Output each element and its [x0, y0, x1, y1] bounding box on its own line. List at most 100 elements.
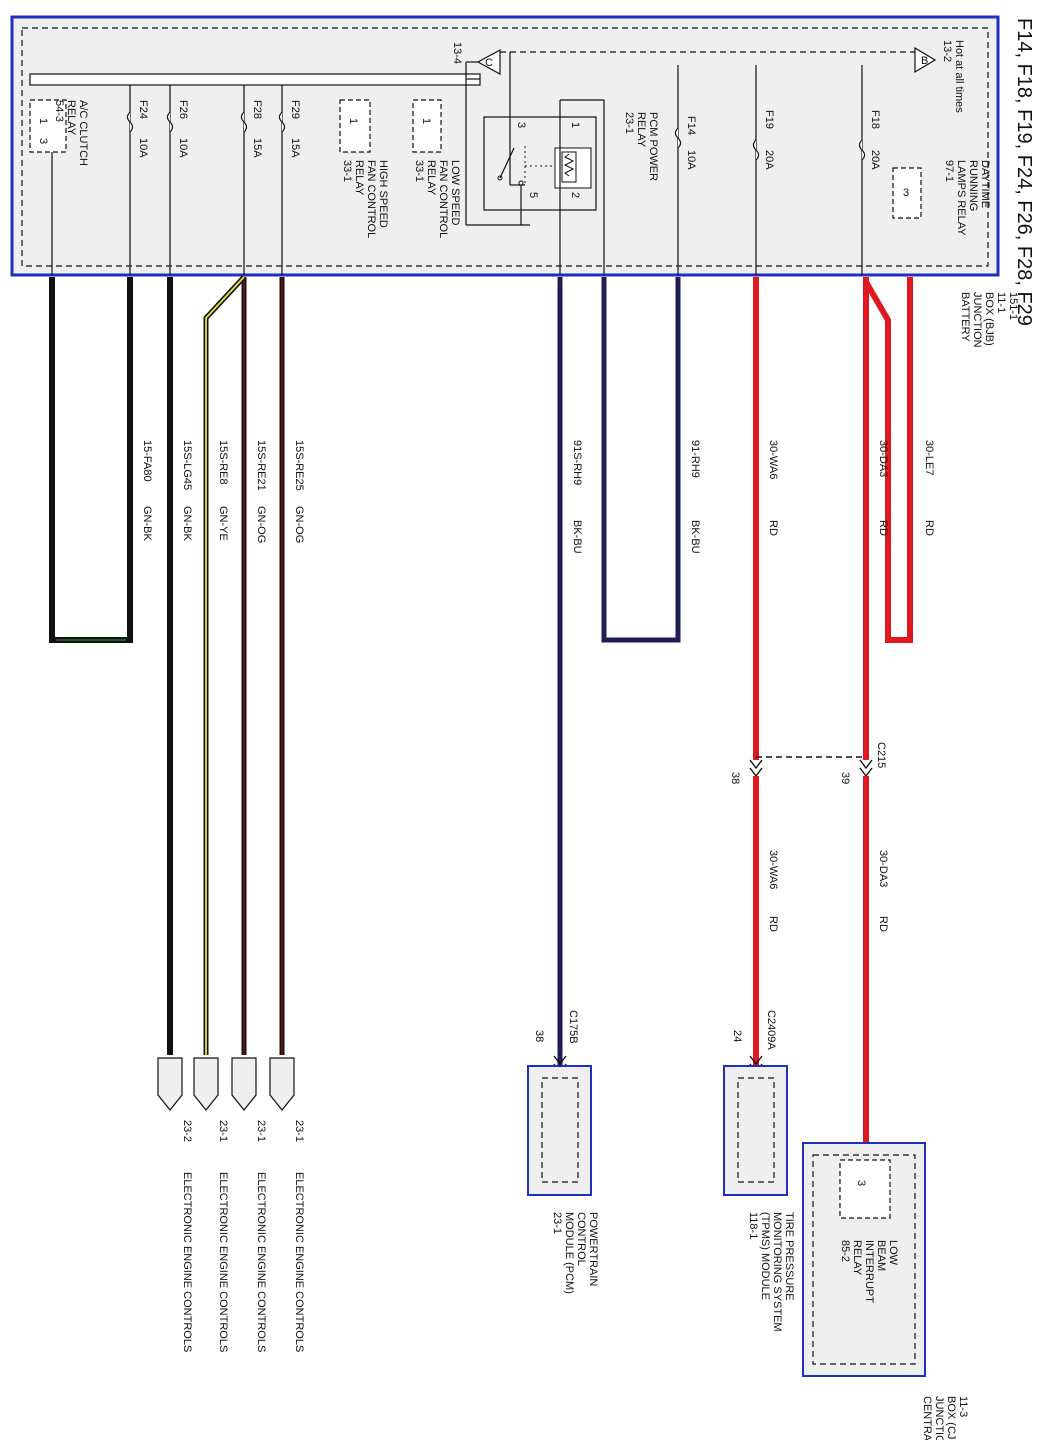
low-speed-relay-label: LOW SPEED FAN CONTROL RELAY 33-1 — [413, 160, 461, 238]
svg-text:GN-BK: GN-BK — [181, 506, 193, 542]
tpms-label: TIRE PRESSURE MONITORING SYSTEM (TPMS) M… — [747, 1212, 795, 1332]
tpms-module-box — [723, 1065, 788, 1196]
svg-text:30-DA3: 30-DA3 — [877, 850, 889, 887]
svg-text:33-1: 33-1 — [413, 160, 425, 182]
svg-text:RD: RD — [923, 520, 935, 536]
svg-text:RELAY: RELAY — [65, 100, 77, 136]
svg-text:15A: 15A — [251, 138, 263, 158]
low-beam-relay-label: LOW BEAM INTERRUPT RELAY 85-2 — [839, 1240, 899, 1303]
ac-relay-pin-1: 1 — [37, 118, 49, 124]
wire-label-30-le7: 30-LE7 RD — [923, 440, 935, 536]
svg-text:BK-BU: BK-BU — [571, 520, 583, 554]
svg-text:BATTERY: BATTERY — [959, 292, 971, 342]
pcm-module-box — [527, 1065, 592, 1196]
eec-label-3: 23-1 ELECTRONIC ENGINE CONTROLS — [217, 1120, 229, 1352]
svg-text:91S-RH9: 91S-RH9 — [571, 440, 583, 485]
svg-text:ELECTRONIC ENGINE CONTROLS: ELECTRONIC ENGINE CONTROLS — [217, 1172, 229, 1352]
svg-text:INTERRUPT: INTERRUPT — [863, 1240, 875, 1303]
drl-relay-pin: 3 — [903, 187, 909, 199]
svg-text:11-1: 11-1 — [995, 292, 1007, 313]
wire-label-30-da3-lower: 30-DA3 RD — [877, 850, 889, 932]
node-c-ref: 13-4 — [451, 42, 463, 64]
low-speed-relay-box — [412, 99, 442, 153]
eec-label-1: 23-1 ELECTRONIC ENGINE CONTROLS — [293, 1120, 305, 1352]
svg-text:JUNCTION: JUNCTION — [971, 292, 983, 348]
fuse-f24: F24 10A — [126, 85, 149, 275]
bjb-bus-bar — [29, 73, 481, 86]
svg-text:RELAY: RELAY — [353, 160, 365, 196]
svg-text:MONITORING SYSTEM: MONITORING SYSTEM — [771, 1212, 783, 1332]
svg-text:23-1: 23-1 — [255, 1120, 267, 1142]
wire-label-30-da3: 30-DA3 RD — [877, 440, 889, 536]
svg-text:15S-RE21: 15S-RE21 — [255, 440, 267, 491]
svg-text:ELECTRONIC ENGINE CONTROLS: ELECTRONIC ENGINE CONTROLS — [293, 1172, 305, 1352]
svg-text:GN-OG: GN-OG — [293, 506, 305, 543]
svg-text:POWERTRAIN: POWERTRAIN — [587, 1212, 599, 1286]
svg-text:GN-OG: GN-OG — [255, 506, 267, 543]
low-speed-relay-pin: 1 — [420, 118, 432, 124]
svg-text:F29: F29 — [289, 100, 301, 119]
ac-relay-pin-3: 3 — [37, 138, 49, 144]
svg-text:RD: RD — [767, 916, 779, 932]
wire-15s-re8-stripe — [205, 276, 245, 1055]
svg-text:RELAY: RELAY — [851, 1240, 863, 1276]
cjb-label: CENTRAL JUNCTION BOX (CJB) 11-3 — [921, 1396, 969, 1440]
node-c-label: C — [485, 57, 493, 69]
svg-text:20A: 20A — [763, 150, 775, 170]
svg-text:HIGH SPEED: HIGH SPEED — [377, 160, 389, 228]
c175b-label: C175B — [567, 1010, 579, 1044]
svg-text:F24: F24 — [137, 100, 149, 119]
svg-text:GN-YE: GN-YE — [217, 506, 229, 541]
svg-text:15S-LG45: 15S-LG45 — [181, 440, 193, 490]
svg-text:11-3: 11-3 — [957, 1396, 969, 1417]
svg-text:23-2: 23-2 — [181, 1120, 193, 1142]
svg-text:13-2: 13-2 — [941, 40, 953, 62]
svg-text:30-WA6: 30-WA6 — [767, 440, 779, 479]
wire-label-15-fa80: 15-FA80 GN-BK — [141, 440, 153, 542]
fuse-f28: F28 15A — [240, 85, 263, 275]
svg-text:10A: 10A — [177, 138, 189, 158]
svg-text:15S-RE25: 15S-RE25 — [293, 440, 305, 491]
wire-label-15s-re21: 15S-RE21 GN-OG — [255, 440, 267, 543]
eec-connector-2 — [231, 1057, 257, 1111]
eec-connector-1 — [269, 1057, 295, 1111]
fuse-f14: F14 10A — [674, 65, 697, 275]
bjb-inner-dashed — [21, 27, 989, 267]
svg-text:F26: F26 — [177, 100, 189, 119]
high-speed-relay-pin: 1 — [347, 118, 359, 124]
svg-text:97-1: 97-1 — [943, 160, 955, 182]
c215-pin-38: 38 — [729, 772, 741, 784]
svg-text:RELAY: RELAY — [425, 160, 437, 196]
svg-text:BEAM: BEAM — [875, 1240, 887, 1271]
svg-text:GN-BK: GN-BK — [141, 506, 153, 542]
node-c-triangle — [476, 48, 501, 76]
fuse-f26: F26 10A — [166, 85, 189, 275]
svg-text:30-WA6: 30-WA6 — [767, 850, 779, 889]
diagram-title: F14, F18, F19, F24, F26, F28, F29 — [1013, 18, 1035, 326]
svg-text:85-2: 85-2 — [839, 1240, 851, 1262]
svg-text:F14: F14 — [685, 116, 697, 135]
svg-text:15S-RE8: 15S-RE8 — [217, 440, 229, 485]
svg-text:A/C CLUTCH: A/C CLUTCH — [77, 100, 89, 166]
c215-pin-39-marker — [859, 759, 873, 778]
c2409a-label: C2409A — [765, 1010, 777, 1050]
hot-at-all-times: Hot at all times 13-2 — [941, 40, 965, 113]
svg-text:BOX (BJB): BOX (BJB) — [983, 292, 995, 346]
svg-text:PCM POWER: PCM POWER — [647, 112, 659, 181]
svg-text:BOX (CJB): BOX (CJB) — [945, 1396, 957, 1440]
svg-text:23-1: 23-1 — [217, 1120, 229, 1142]
svg-text:RELAY: RELAY — [635, 112, 647, 148]
svg-text:23-1: 23-1 — [623, 112, 635, 134]
svg-text:30-LE7: 30-LE7 — [923, 440, 935, 475]
svg-text:23-1: 23-1 — [293, 1120, 305, 1142]
svg-text:CONTROL: CONTROL — [575, 1212, 587, 1266]
pcm-power-relay-label: PCM POWER RELAY 23-1 — [623, 112, 659, 181]
svg-text:23-1: 23-1 — [551, 1212, 563, 1234]
svg-text:RD: RD — [877, 916, 889, 932]
svg-text:33-1: 33-1 — [341, 160, 353, 182]
svg-text:118-1: 118-1 — [747, 1212, 759, 1239]
wire-15s-re8 — [203, 275, 246, 1055]
bjb-box — [10, 15, 1000, 277]
svg-text:BK-BU: BK-BU — [689, 520, 701, 554]
